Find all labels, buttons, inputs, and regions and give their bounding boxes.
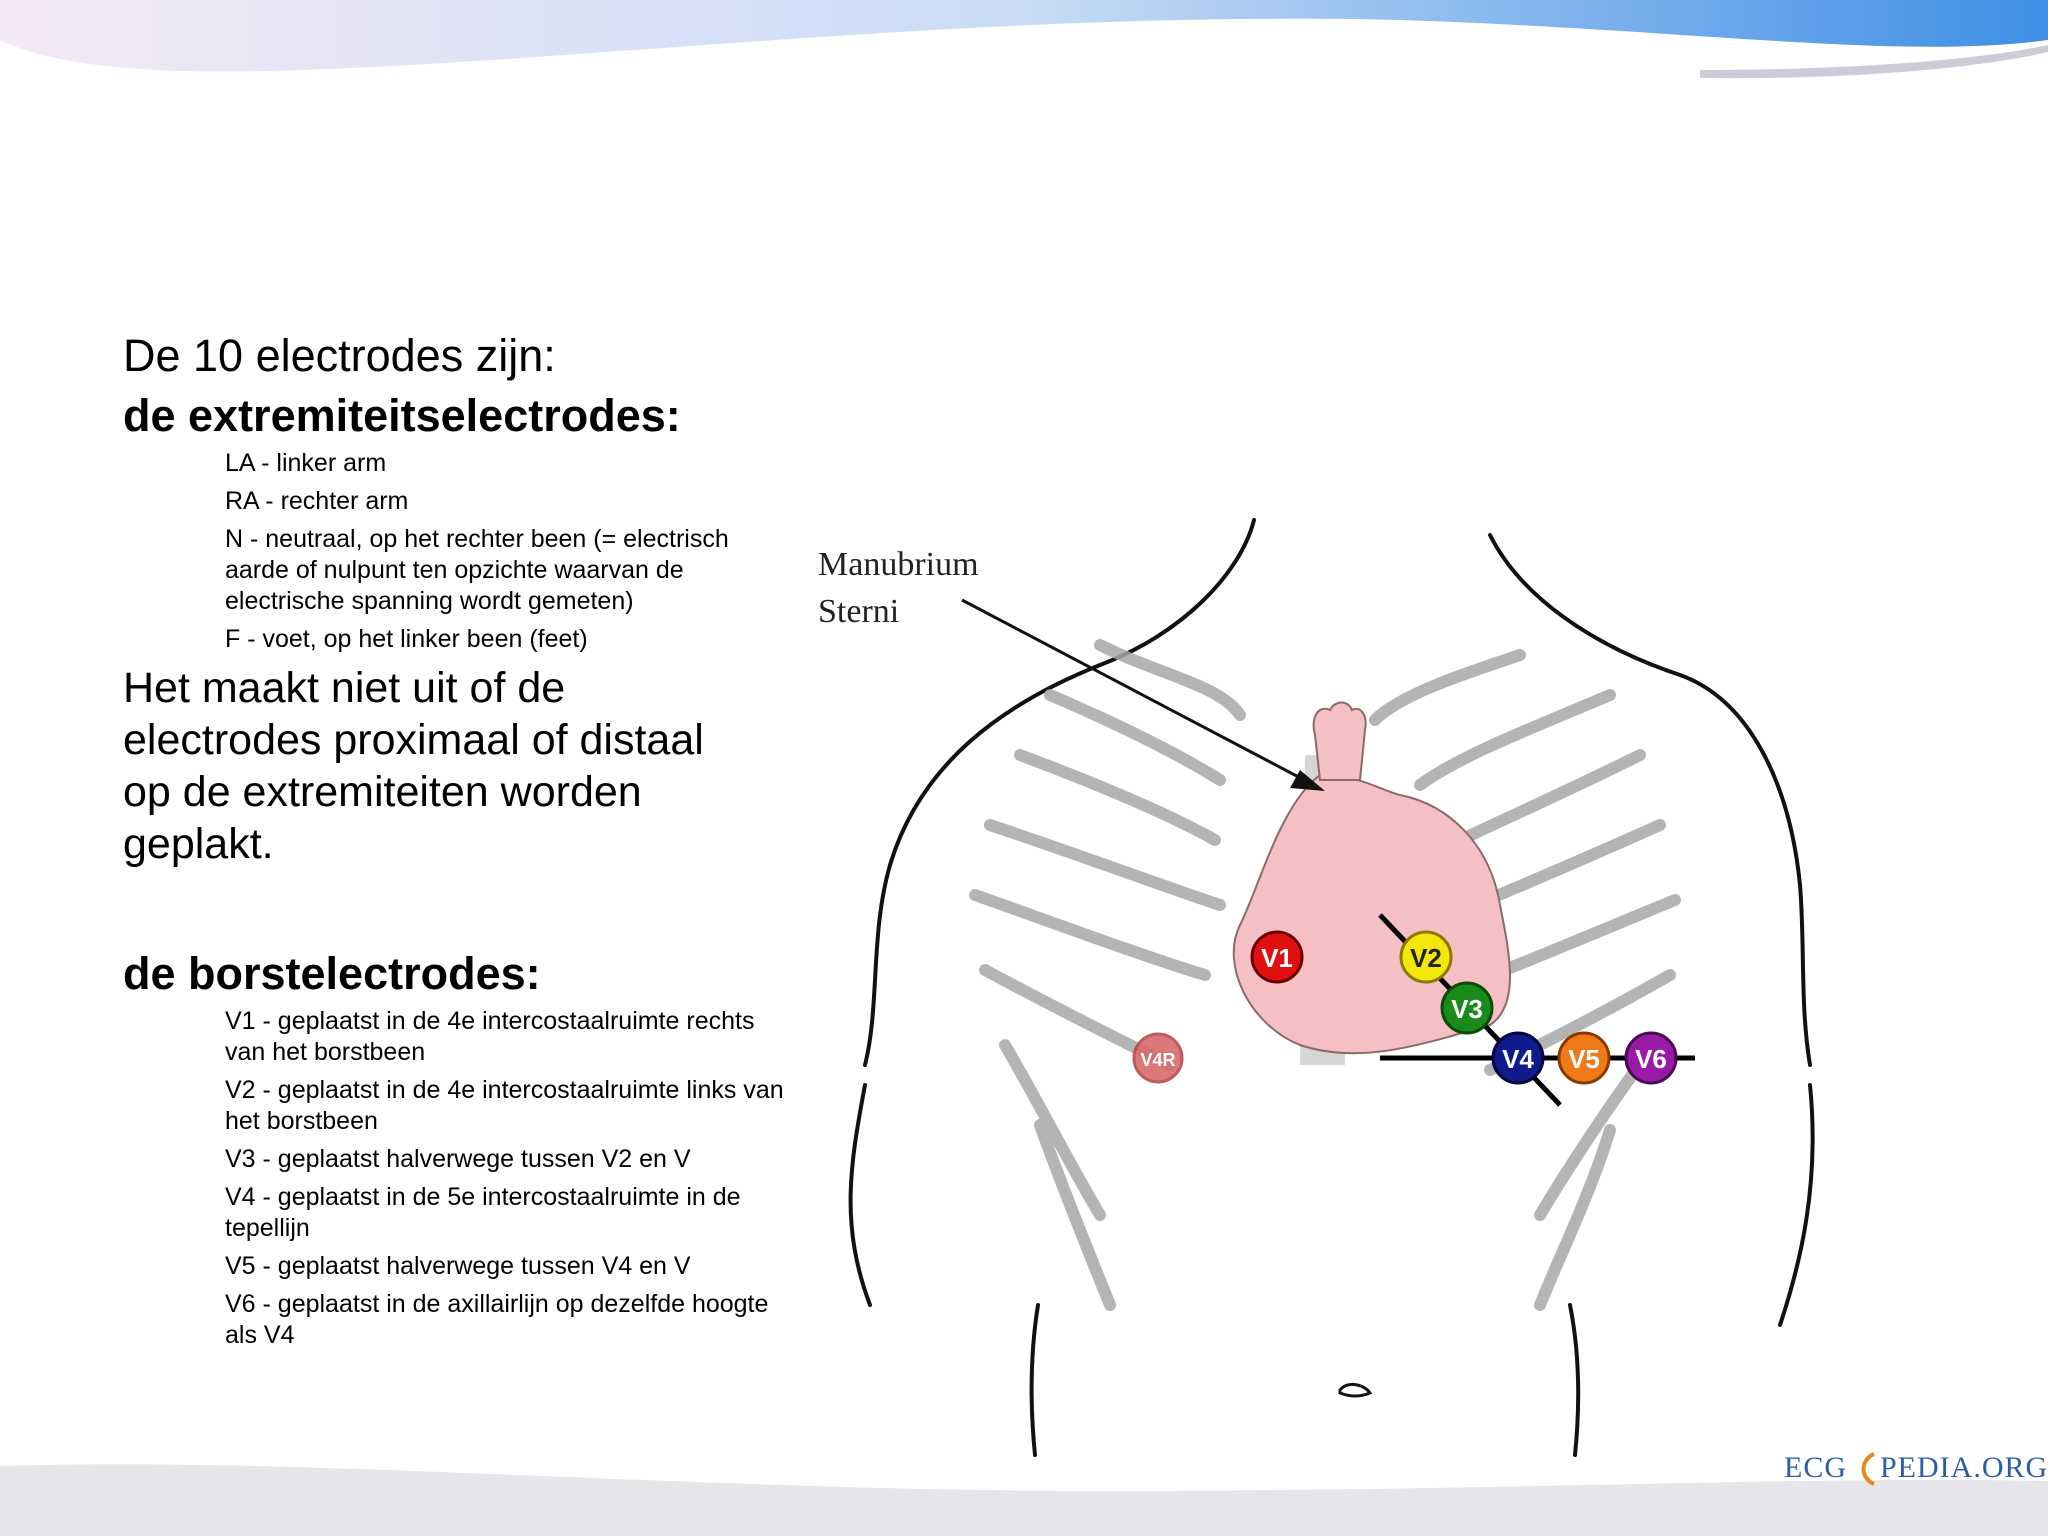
sterni-label: Sterni [818, 593, 899, 630]
list-item: V6 - geplaatst in de axillairlijn op dez… [225, 1290, 769, 1349]
electrode-v4r: V4R [1132, 1032, 1184, 1084]
electrode-v6: V6 [1624, 1031, 1678, 1085]
electrode-v4-label: V4 [1502, 1044, 1534, 1074]
placement-statement: Het maakt niet uit of de electrodes prox… [123, 664, 704, 868]
list-item: LA - linker arm [225, 449, 387, 477]
electrode-v5-label: V5 [1568, 1044, 1600, 1074]
chest-illustration: Manubrium Sterni V1 V2 V3 V4 V5 V6 [818, 518, 1815, 1457]
logo-text-right: PEDIA.ORG [1880, 1451, 2048, 1484]
chest-electrodes-list: V1 - geplaatst in de 4e intercostaalruim… [225, 1006, 785, 1351]
text-column: De 10 electrodes zijn: de extremiteitsel… [123, 326, 785, 1358]
navel-mark [1338, 1382, 1373, 1398]
logo-text-left: ECG [1784, 1451, 1847, 1484]
list-item: V3 - geplaatst halverwege tussen V2 en V [225, 1145, 691, 1173]
manubrium-label: Manubrium [818, 546, 979, 583]
torso-outline [848, 518, 1815, 1457]
arrow-head-icon [1290, 770, 1325, 791]
logo-swoosh-icon [1861, 1452, 1875, 1486]
electrode-v4r-label: V4R [1140, 1050, 1175, 1070]
list-item: V4 - geplaatst in de 5e intercostaalruim… [225, 1183, 741, 1242]
limb-electrodes-list: LA - linker arm RA - rechter arm N - neu… [225, 448, 785, 655]
page-heading: De 10 electrodes zijn: [123, 330, 556, 381]
manubrium-arrow [961, 598, 1311, 785]
electrode-v4: V4 [1491, 1031, 1545, 1085]
electrode-v2: V2 [1399, 930, 1453, 984]
electrode-v1: V1 [1250, 930, 1304, 984]
ecgpedia-logo: ECG PEDIA.ORG [1784, 1451, 2048, 1486]
electrode-v3: V3 [1440, 981, 1494, 1035]
bottom-wave-decoration [0, 1464, 2048, 1536]
electrode-v6-label: V6 [1635, 1044, 1667, 1074]
list-item: F - voet, op het linker been (feet) [225, 625, 588, 653]
list-item: N - neutraal, op het rechter been (= ele… [225, 525, 729, 615]
aorta-illustration [1312, 701, 1367, 781]
list-item: V5 - geplaatst halverwege tussen V4 en V [225, 1252, 691, 1280]
electrode-v1-label: V1 [1261, 943, 1293, 973]
top-wave-decoration [0, 0, 2048, 79]
electrode-v3-label: V3 [1451, 994, 1483, 1024]
rib-cage [969, 639, 1681, 1311]
list-item: V1 - geplaatst in de 4e intercostaalruim… [225, 1007, 755, 1066]
list-item: RA - rechter arm [225, 487, 409, 515]
electrode-v2-label: V2 [1410, 943, 1442, 973]
limb-electrodes-title: de extremiteitselectrodes: [123, 390, 681, 441]
chest-diagram: Manubrium Sterni V1 V2 V3 V4 V5 V6 [800, 505, 1815, 1465]
chest-electrodes-title: de borstelectrodes: [123, 948, 541, 999]
electrode-v5: V5 [1557, 1031, 1611, 1085]
heart-illustration [1232, 773, 1511, 1055]
list-item: V2 - geplaatst in de 4e intercostaalruim… [225, 1076, 784, 1135]
